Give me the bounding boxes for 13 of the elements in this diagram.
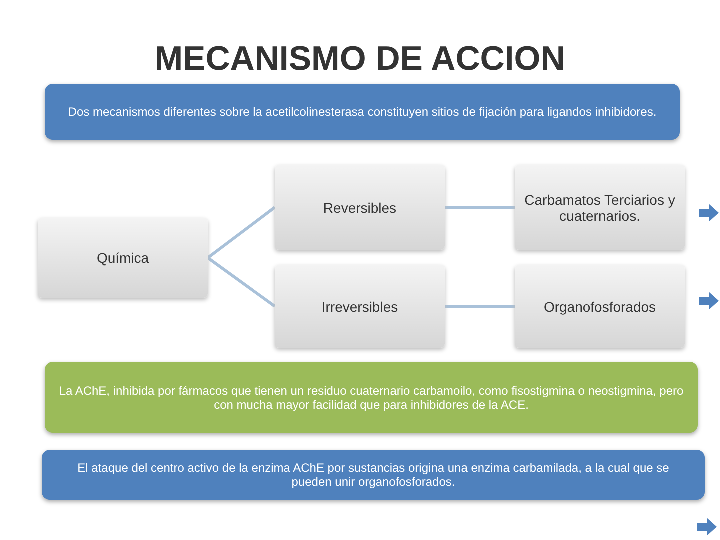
process-box: Carbamatos Terciarios y cuaternarios.: [515, 165, 685, 250]
process-box: Organofosforados: [515, 265, 685, 348]
connector-line: [207, 206, 276, 260]
process-box: Química: [38, 218, 208, 298]
text-banner: El ataque del centro activo de la enzima AChE por sustancias origina una enzima carbamilada, a la cual que se pueden unir organofosforados.: [42, 450, 705, 500]
process-box: Irreversibles: [275, 265, 445, 348]
text-banner: La AChE, inhibida por fármacos que tienen un residuo cuaternario carbamoilo, como fisostigmina o neostigmina, pero con mucha mayor facilidad que para inhibidores de la ACE.: [45, 362, 698, 433]
connector-line: [207, 256, 276, 308]
slide-title: MECANISMO DE ACCION: [154, 40, 566, 79]
process-box: Reversibles: [275, 165, 445, 250]
connector-line: [445, 305, 515, 308]
text-banner: Dos mecanismos diferentes sobre la acetilcolinesterasa constituyen sitios de fijación para ligandos inhibidores.: [45, 84, 680, 140]
connector-line: [445, 206, 515, 209]
